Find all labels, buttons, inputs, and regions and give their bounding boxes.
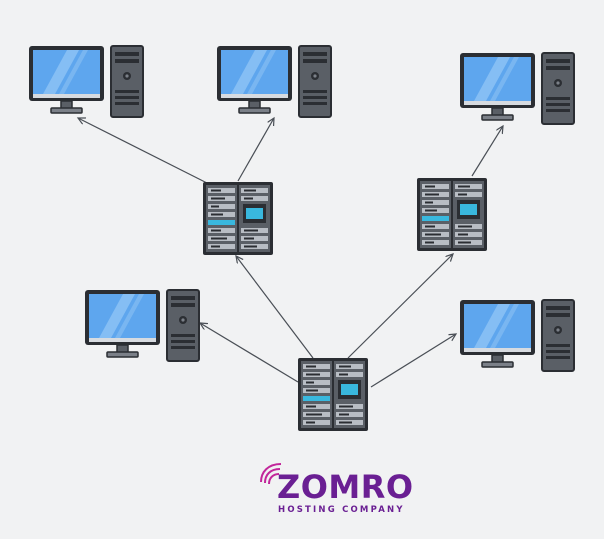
edge-server1-to-computer1 <box>78 118 208 184</box>
brand-tagline: HOSTING COMPANY <box>278 505 405 515</box>
edge-server2-to-computer3 <box>471 126 503 177</box>
edge-server3-to-server2 <box>347 254 453 359</box>
server-rack-icon <box>417 178 487 251</box>
server-rack-icon <box>298 358 368 431</box>
server-rack-icon <box>203 182 273 255</box>
connection-lines <box>78 118 503 388</box>
edge-server1-to-computer2 <box>237 118 274 182</box>
edge-server3-to-server1 <box>236 256 314 359</box>
edge-server3-to-computer5 <box>370 334 456 388</box>
zomro-logo-mark <box>260 463 282 485</box>
brand-name: ZOMRO <box>277 468 414 506</box>
edge-server3-to-computer4 <box>200 323 299 383</box>
